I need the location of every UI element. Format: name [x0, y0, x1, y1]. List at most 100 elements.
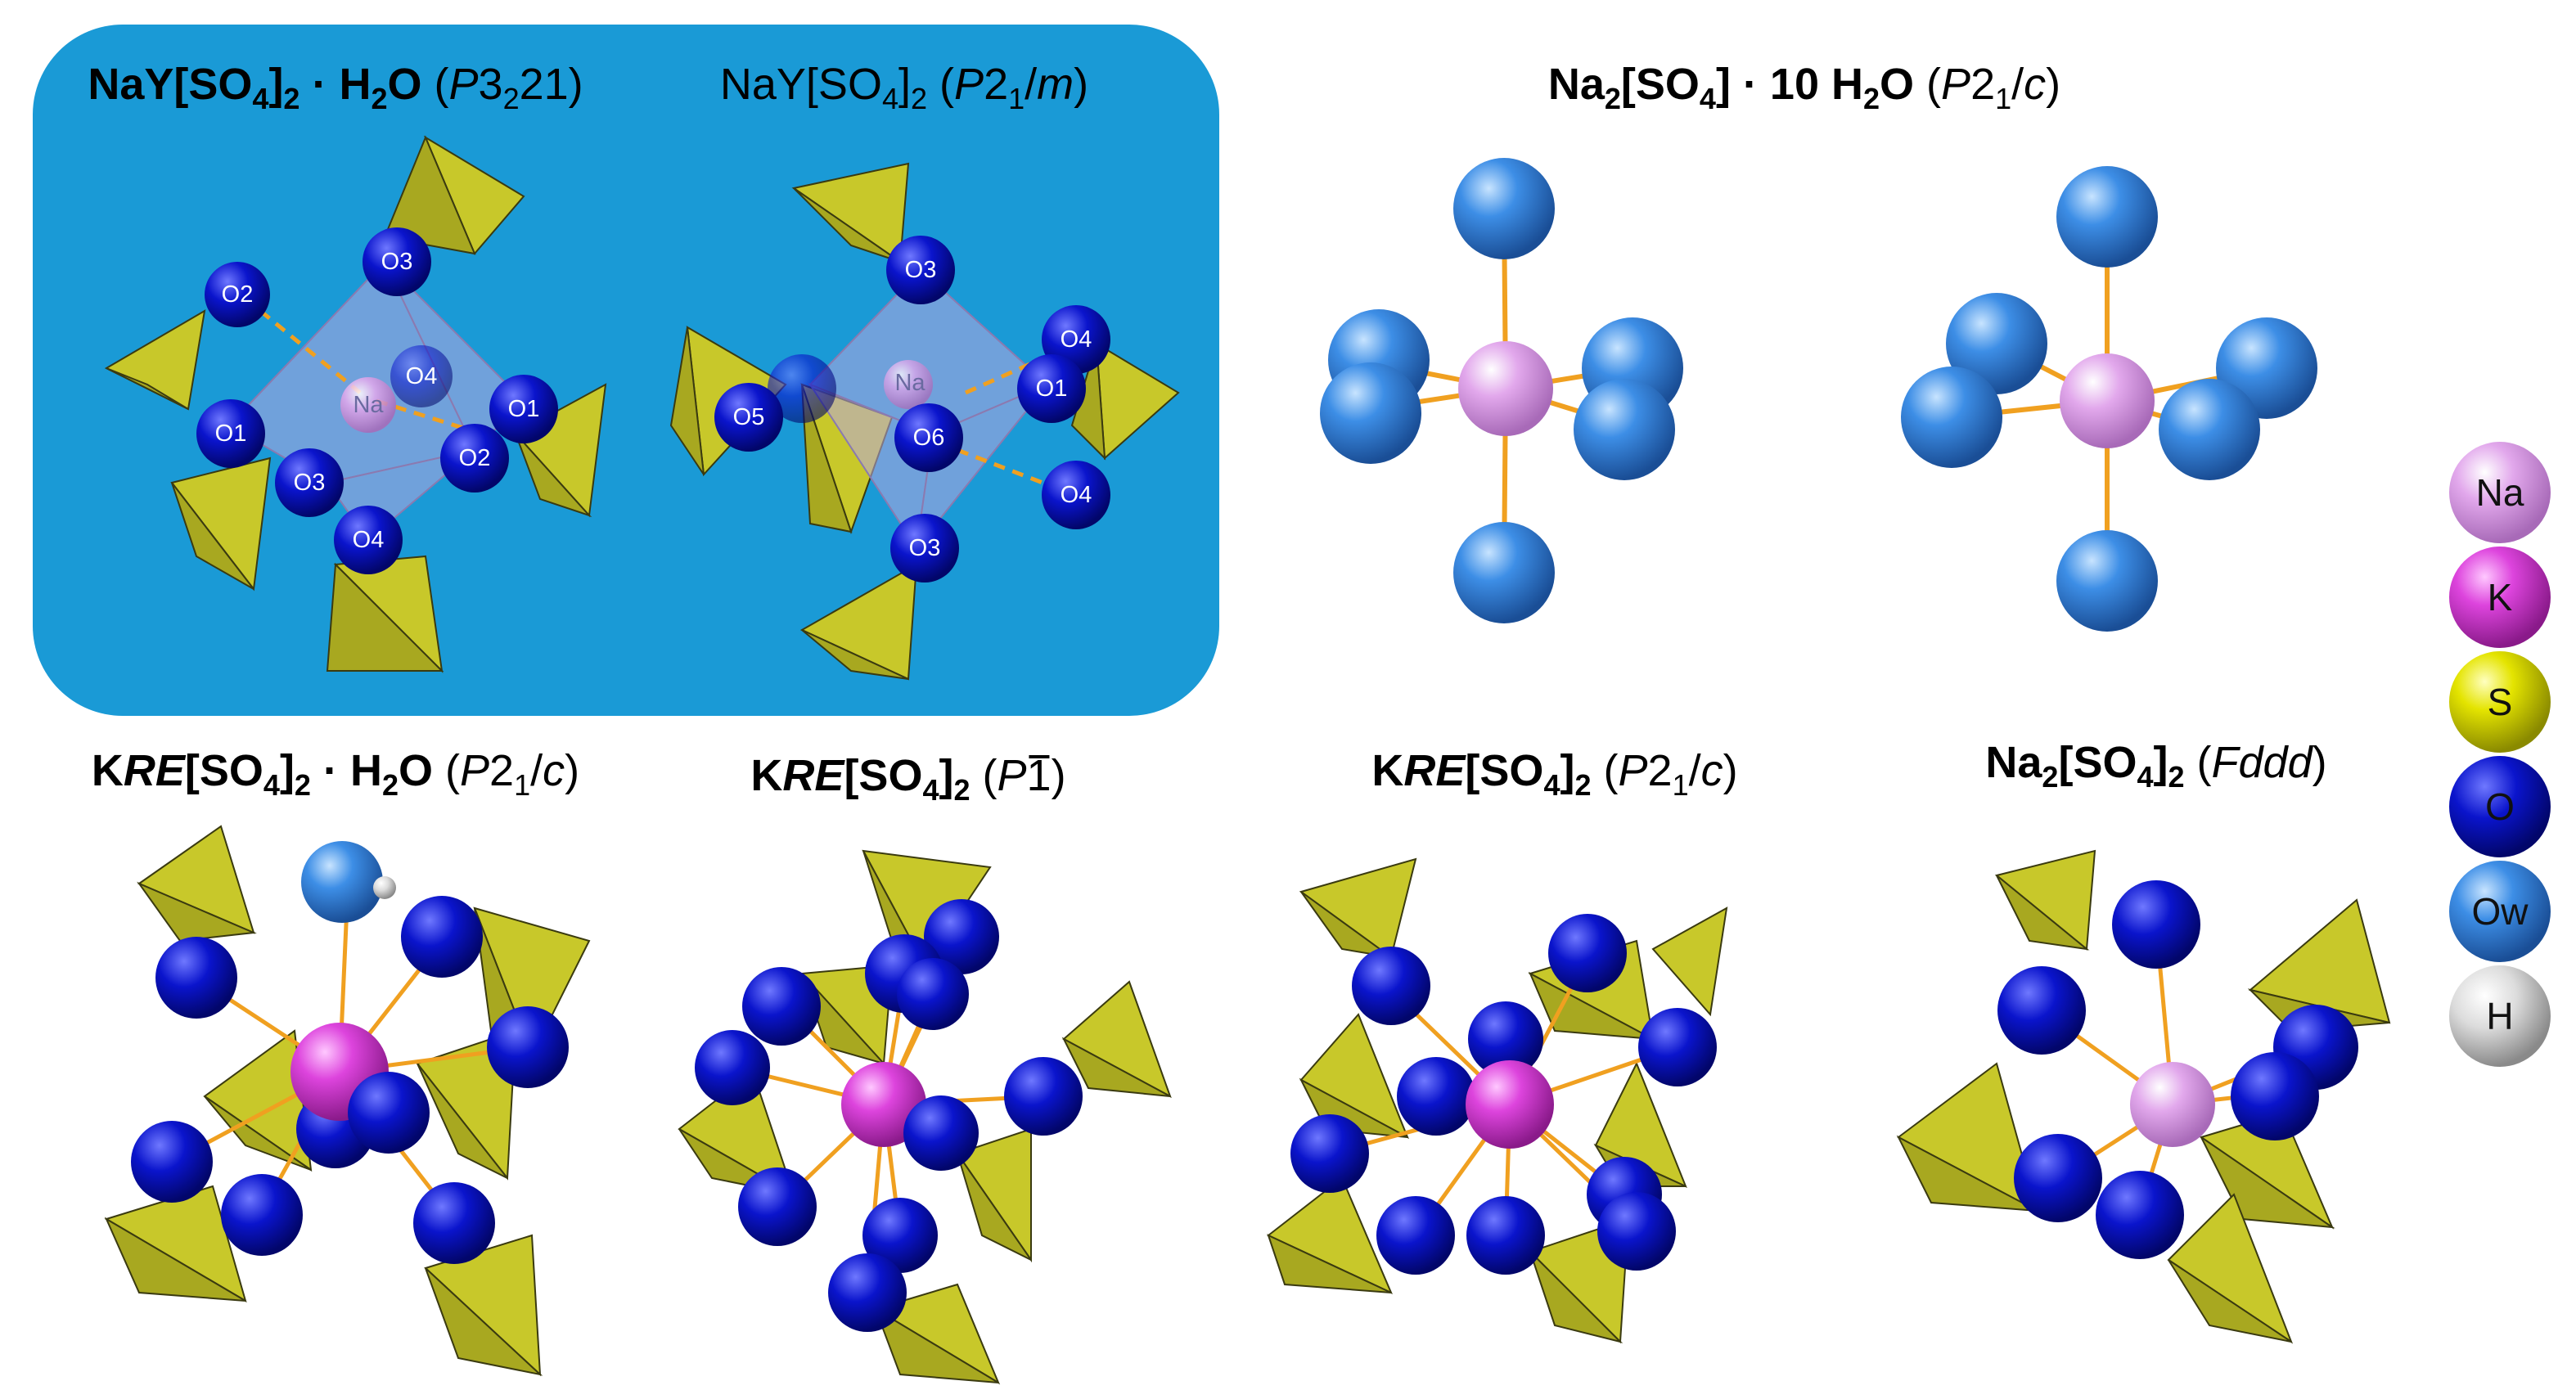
svg-text:O1: O1 — [1036, 376, 1068, 402]
atom-o — [221, 1174, 303, 1256]
title-kre-so4-h2o: KRE[SO4]2 · H2O (P21/c) — [91, 746, 580, 802]
svg-text:O4: O4 — [1061, 326, 1092, 353]
title-nay-so4: NaY[SO4]2 (P21/m) — [719, 60, 1089, 115]
atom-na — [1458, 341, 1553, 436]
atom-na — [2130, 1062, 2215, 1147]
svg-text:O2: O2 — [459, 445, 491, 471]
legend-sphere-na — [2449, 442, 2551, 543]
structure-na2so4-10h2o-left — [1320, 158, 1683, 623]
atom-ow-top — [2056, 166, 2158, 268]
structure-kre-so4-h2o — [104, 825, 591, 1377]
svg-text:O4: O4 — [1061, 482, 1092, 508]
so4-tetrahedra — [104, 825, 591, 1377]
legend-label-ow: Ow — [2472, 890, 2529, 933]
atom-ow-bottom — [2056, 530, 2158, 632]
legend-sphere-ow — [2449, 861, 2551, 962]
svg-text:O3: O3 — [381, 249, 413, 275]
atoms — [714, 236, 1110, 583]
legend-sphere-h — [2449, 965, 2551, 1067]
atom-o — [1466, 1196, 1545, 1275]
atom-o — [1352, 947, 1430, 1025]
atom-na — [340, 377, 396, 433]
svg-text:O5: O5 — [733, 404, 765, 430]
atom-o — [695, 1030, 770, 1105]
atom-o — [862, 1198, 938, 1273]
atom-o — [155, 937, 237, 1019]
bonds — [244, 297, 508, 444]
atom-ow-front-left — [1901, 367, 2002, 468]
atom-ow-back-left — [1946, 293, 2047, 394]
atom-na — [2060, 353, 2155, 448]
atom-o — [2096, 1171, 2184, 1259]
atom-o — [738, 1167, 817, 1246]
title-kre-so4-p-1: KRE[SO4]2 (P1) — [750, 751, 1066, 807]
svg-text:O1: O1 — [508, 396, 540, 422]
atom-o — [487, 1006, 569, 1088]
so4-tetrahedra — [669, 162, 1180, 681]
structure-kre-so4-p21c — [1267, 857, 1728, 1344]
structure-nay-so4-h2o: O2 O3 O4 Na O1 O1 O2 O3 O4 — [104, 135, 607, 673]
title-na2so4-fddd: Na2[SO4]2 (Fddd) — [1985, 738, 2327, 794]
atom-ow-front-right — [2159, 379, 2260, 480]
atom-o — [2112, 880, 2200, 969]
atom-na — [884, 360, 933, 409]
atom-o — [903, 1095, 979, 1171]
atom-o1-back — [768, 354, 836, 423]
legend-label-h: H — [2486, 995, 2513, 1037]
structure-na2so4-10h2o-right — [1901, 166, 2317, 632]
svg-text:O3: O3 — [909, 535, 941, 561]
atom-o — [1290, 1114, 1369, 1193]
legend-sphere-k — [2449, 547, 2551, 648]
atom-o3-upper — [363, 227, 431, 296]
svg-text:Na: Na — [353, 392, 384, 418]
atom-o — [742, 967, 821, 1046]
atom-o — [1997, 966, 2086, 1055]
atom-o3-upper — [886, 236, 955, 304]
atom-labels: O2 O3 O4 Na O1 O1 O2 O3 O4 — [215, 249, 540, 553]
atom-o4-lower — [334, 506, 403, 574]
legend-sphere-s — [2449, 651, 2551, 753]
atom-o4-inner — [390, 345, 453, 407]
so4-tetrahedra — [104, 135, 607, 673]
svg-text:O4: O4 — [406, 363, 438, 389]
atom-o — [924, 899, 999, 974]
atom-o6 — [894, 403, 963, 472]
title-kre-so4-p21c: KRE[SO4]2 (P21/c) — [1371, 746, 1738, 802]
atom-o — [348, 1072, 430, 1154]
title-nay-so4-h2o: NaY[SO4]2 · H2O (P3221) — [88, 60, 583, 115]
atom-o3-lower — [275, 448, 344, 517]
legend-label-k: K — [2488, 576, 2513, 619]
atom-o — [401, 896, 483, 978]
atom-o — [1004, 1057, 1083, 1136]
atom-o1-left — [196, 399, 265, 468]
atom-o — [897, 958, 969, 1030]
svg-text:O2: O2 — [222, 281, 254, 308]
structure-kre-so4-p-1 — [678, 849, 1172, 1385]
legend-label-o: O — [2485, 785, 2515, 828]
atom-o — [1376, 1196, 1455, 1275]
atom-o3-lower — [890, 514, 959, 583]
atom-o — [2014, 1134, 2102, 1222]
atom-o5 — [714, 383, 783, 452]
legend-sphere-o — [2449, 756, 2551, 857]
atom-o — [1597, 1192, 1676, 1271]
atom-o — [1397, 1057, 1475, 1136]
atom-labels: O3 O4 O5 O1 Na O6 O4 O3 — [733, 257, 1092, 561]
atom-h — [373, 876, 396, 899]
atom-ow-top — [1453, 158, 1555, 259]
svg-text:O3: O3 — [294, 470, 326, 496]
atom-o1-right — [489, 375, 558, 443]
title-na2so4-10h2o: Na2[SO4] · 10 H2O (P21/c) — [1547, 60, 2061, 115]
atom-ow-front-left — [1320, 362, 1421, 464]
legend-label-na: Na — [2476, 471, 2524, 514]
svg-text:O4: O4 — [353, 527, 385, 553]
atom-o4-lower — [1042, 461, 1110, 529]
atom-o2-right — [440, 424, 509, 493]
atom-ow — [301, 841, 383, 923]
overbar-one: 1 — [1026, 751, 1052, 800]
atom-ow-front-right — [1574, 379, 1675, 480]
atom-o — [131, 1121, 213, 1203]
atom-o — [1548, 914, 1627, 992]
